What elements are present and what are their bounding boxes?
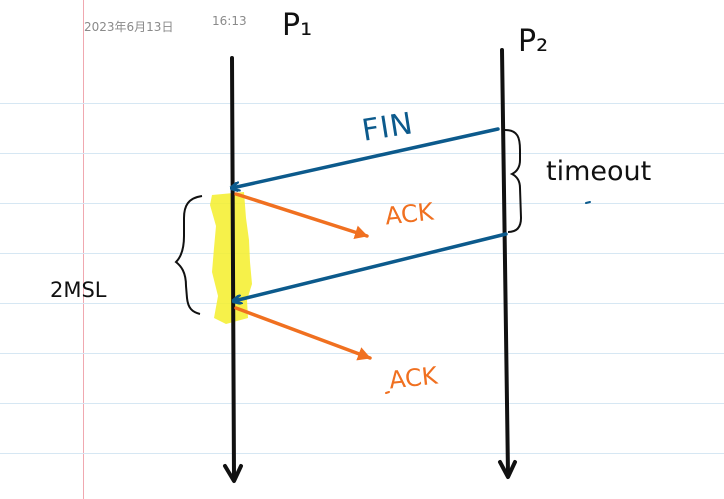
timeout-label: timeout (546, 156, 652, 187)
page-date: 2023年6月13日 (84, 20, 174, 34)
msl-brace (174, 195, 203, 315)
page-margin-line (83, 0, 84, 499)
ruled-line (0, 103, 724, 104)
ack-label: ACK (387, 361, 439, 395)
ack-arrow (234, 192, 369, 240)
msl-label: 2MSL (50, 278, 107, 302)
fin-retransmit-arrow (234, 232, 508, 301)
fin-arrow (232, 127, 500, 188)
ruled-line (0, 403, 724, 404)
ack-arrow (234, 306, 372, 361)
timeout-brace (504, 129, 523, 233)
ink-dot (385, 391, 390, 394)
ink-dot (585, 201, 591, 204)
ruled-line (0, 453, 724, 454)
ruled-line (0, 153, 724, 154)
p2-label: P₂ (518, 24, 549, 59)
ruled-line (0, 253, 724, 254)
ack-label: ACK (383, 197, 435, 231)
p1-timeline (230, 56, 236, 480)
p2-timeline (500, 48, 510, 476)
ruled-line (0, 303, 724, 304)
p2-timeline-arrowhead-icon (498, 460, 517, 479)
ruled-line (0, 203, 724, 204)
p1-timeline-arrowhead-icon (223, 464, 243, 483)
page-time: 16:13 (212, 14, 247, 28)
p1-label: P₁ (282, 8, 313, 43)
